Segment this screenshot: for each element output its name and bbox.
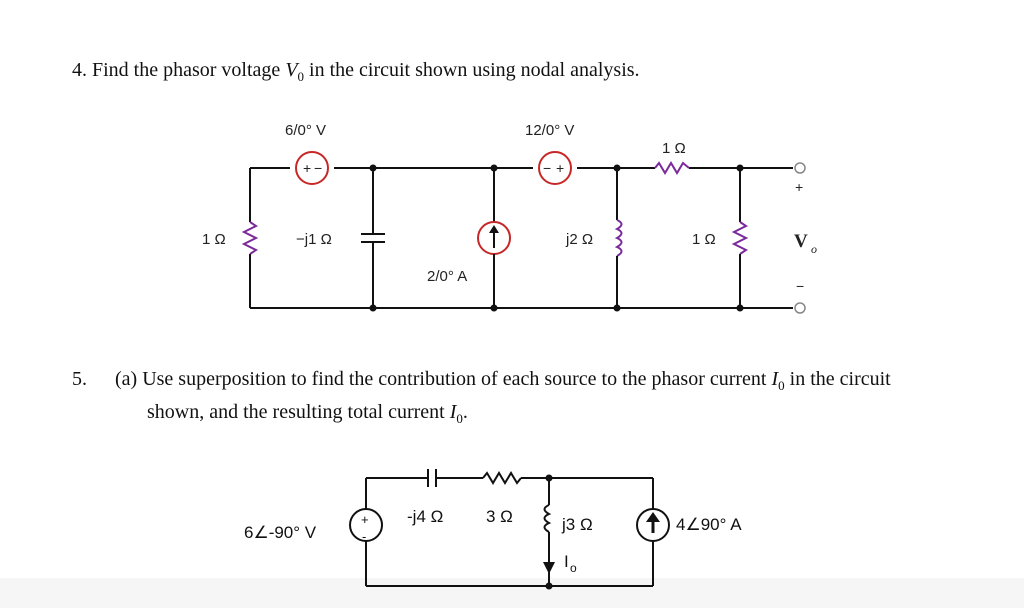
voltage-source-6	[295, 151, 329, 185]
label-r-series: 1 Ω	[662, 140, 686, 157]
resistor-3	[482, 471, 522, 485]
problem-4-number: 4.	[72, 59, 87, 81]
io-arrow	[543, 562, 555, 574]
junction-dot	[369, 304, 377, 312]
junction-dot	[545, 582, 553, 590]
terminal-top	[794, 162, 806, 174]
problem-5-var: I	[771, 368, 779, 390]
vsrc-2-minus: -	[362, 529, 366, 544]
vsrc2-plus: +	[556, 160, 564, 176]
problem-5-text: (a) Use superposition to find the contri…	[115, 366, 995, 432]
junction-dot	[613, 164, 621, 172]
junction-dot	[369, 164, 377, 172]
vsrc-2-plus: +	[361, 512, 369, 527]
problem-4-text-before: Find the phasor voltage	[92, 59, 286, 81]
problem-4-var-sub: 0	[297, 69, 305, 84]
junction-dot	[736, 304, 744, 312]
problem-5-line2: shown, and the resulting total current I…	[115, 399, 995, 432]
vsrc1-minus: −	[314, 160, 322, 176]
label-vo-sub: o	[811, 242, 817, 256]
problem-4-text-after: in the circuit shown using nodal analysi…	[304, 59, 640, 81]
vo-plus: +	[795, 179, 803, 195]
junction-dot	[545, 474, 553, 482]
resistor-left	[241, 221, 259, 255]
problem-4-var: V	[285, 59, 298, 81]
junction-dot	[613, 304, 621, 312]
problem-5-var-sub: 0	[778, 378, 785, 393]
inductor	[614, 219, 623, 257]
resistor-series	[654, 161, 690, 175]
junction-dot	[490, 164, 498, 172]
label-io-sub: o	[570, 561, 577, 575]
label-vsrc1: 6/0° V	[285, 122, 326, 139]
problem-5-text4: .	[462, 401, 468, 423]
bottom-band	[0, 578, 1024, 608]
label-r-left: 1 Ω	[202, 231, 226, 248]
label-cap-2: -j4 Ω	[407, 507, 443, 526]
problem-5-var-2: I	[449, 401, 457, 423]
problem-5-var-sub-2: 0	[456, 411, 463, 426]
voltage-source-12	[538, 151, 572, 185]
arrow-head	[646, 512, 660, 522]
label-vsrc2: 12/0° V	[525, 122, 574, 139]
label-r-right: 1 Ω	[692, 231, 716, 248]
inductor-j3	[543, 504, 552, 533]
label-isrc-2: 4∠90° A	[676, 515, 742, 534]
label-cap: −j1 Ω	[296, 231, 332, 248]
label-vsrc-2: 6∠-90° V	[244, 523, 317, 542]
label-res-2: 3 Ω	[486, 507, 513, 526]
problem-5-text3: shown, and the resulting total current	[147, 401, 450, 423]
problem-5-part: (a)	[115, 368, 138, 390]
circuit-1	[241, 151, 806, 314]
label-io: I	[564, 552, 569, 571]
vsrc1-plus: +	[303, 160, 311, 176]
problem-4-text: 4. Find the phasor voltage V0 in the cir…	[72, 57, 640, 90]
label-ind-2: j3 Ω	[561, 515, 593, 534]
problem-5-text1: Use superposition to find the contributi…	[142, 368, 772, 390]
resistor-right	[731, 221, 749, 255]
vo-minus: −	[796, 278, 804, 294]
problem-5-number: 5.	[72, 368, 87, 390]
label-ind: j2 Ω	[565, 231, 593, 248]
junction-dot	[490, 304, 498, 312]
label-isrc: 2/0° A	[427, 268, 467, 285]
vsrc2-minus: −	[543, 160, 551, 176]
terminal-bottom	[794, 302, 806, 314]
problem-5-text2: in the circuit	[784, 368, 891, 390]
junction-dot	[736, 164, 744, 172]
circuit-2	[349, 469, 670, 590]
arrow-head	[489, 225, 499, 233]
label-vo: V	[794, 231, 808, 252]
